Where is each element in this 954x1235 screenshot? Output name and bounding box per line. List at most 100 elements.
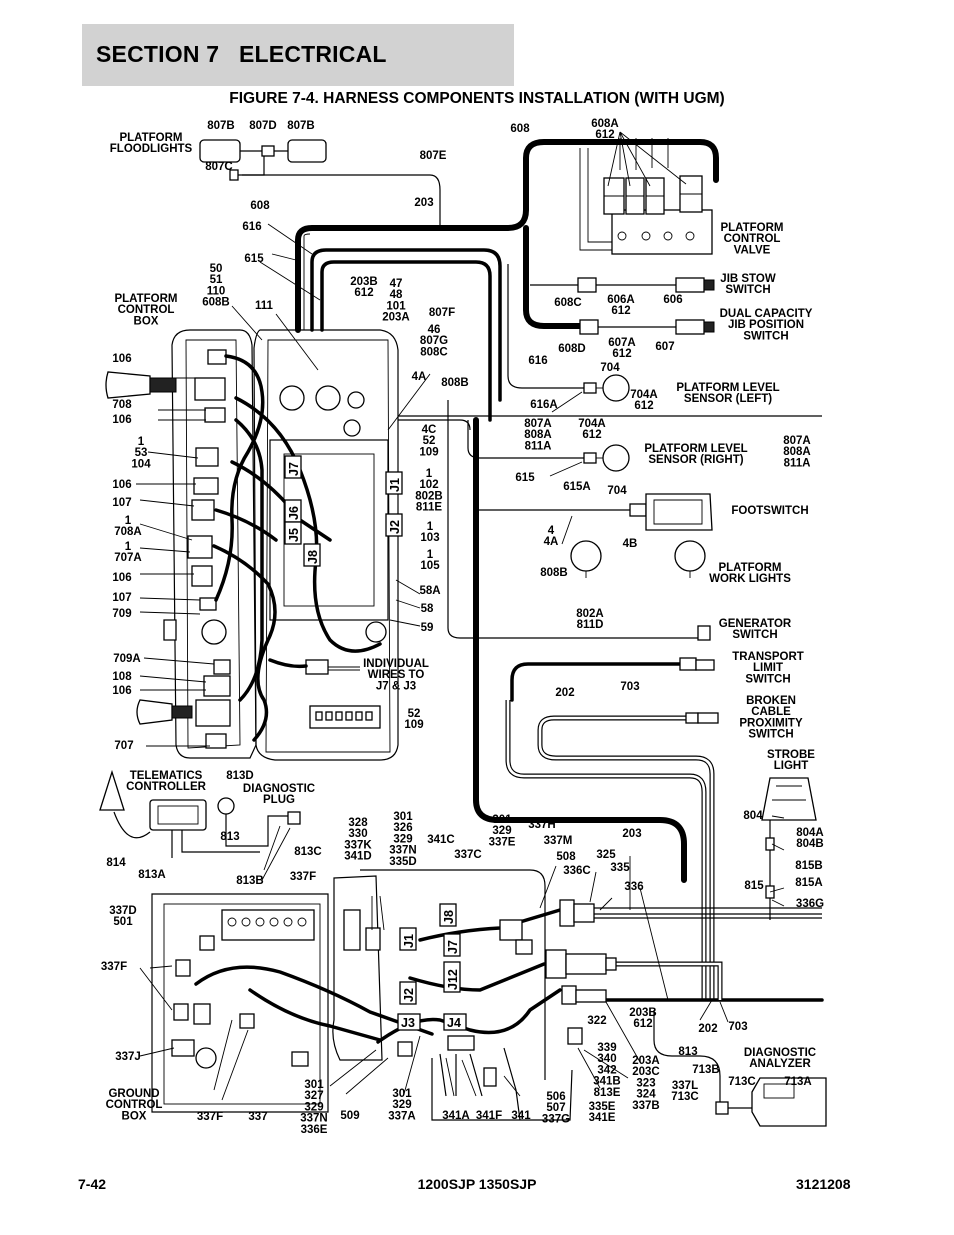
wire-label-l2: 807B (287, 120, 315, 132)
wire-label-l77: 508 (556, 851, 576, 863)
wire-label-l96: 813 (678, 1046, 697, 1058)
wire-label-l15: 807F (429, 307, 455, 319)
wire-label-l41: 615A (563, 481, 591, 493)
wire-label-l92: 322 (587, 1015, 606, 1027)
section-header-bar: SECTION 7 ELECTRICAL (82, 24, 514, 86)
wire-label-l72: 341C (427, 834, 455, 846)
wire-label-l4: 807E (420, 150, 447, 162)
figure-title: FIGURE 7-4. HARNESS COMPONENTS INSTALLAT… (229, 90, 725, 107)
connector-j3: J3 (401, 1016, 415, 1030)
wire-label-l91: 337F (101, 961, 127, 973)
wire-label-l83: 804 (743, 810, 763, 822)
wire-label-l104: 337F (197, 1111, 223, 1123)
wire-label-l78: 325 (596, 849, 616, 861)
wire-label-l59: 106 (112, 685, 131, 697)
wire-label-l57: 709A (113, 653, 141, 665)
wire-label-l64: 813D (226, 770, 254, 782)
wire-label-l23: 607 (655, 341, 674, 353)
wire-label-l8: 203 (414, 197, 433, 209)
wire-label-l51: 107 (112, 592, 131, 604)
wire-label-l109: 341A (442, 1110, 470, 1122)
box-wiring (212, 354, 382, 742)
wire-label-l80: 335 (610, 862, 630, 874)
connector-j7-upper: J7 (287, 462, 301, 476)
connector-labels: J7 J1 J6 J2 J5 J8 J8 J1 J7 J12 J2 J3 J4 (284, 455, 467, 1031)
footer-model: 1200SJP 1350SJP (417, 1176, 537, 1192)
wire-label-l53: 709 (112, 608, 131, 620)
wire-label-l99: 713B (692, 1064, 720, 1076)
wire-label-l55: 59 (421, 622, 434, 634)
wire-label-l52: 58A (419, 585, 440, 597)
wire-label-l18: 608C (554, 297, 582, 309)
wire-label-l21: 608D (558, 343, 586, 355)
footer-doc-number: 3121208 (796, 1176, 851, 1192)
component-label-footswitch: FOOTSWITCH (731, 505, 808, 517)
wire-label-l26: 4A (412, 371, 427, 383)
telematics-area (99, 769, 301, 858)
connector-j1-upper: J1 (388, 478, 402, 492)
wire-label-l5: 608 (510, 123, 530, 135)
wire-label-l30: 708 (112, 399, 132, 411)
wire-label-l58: 108 (112, 671, 132, 683)
platform-control-box (105, 329, 257, 759)
footer-page-number: 7-42 (78, 1176, 107, 1192)
wire-label-l31: 106 (112, 414, 131, 426)
wire-label-l111: 341 (511, 1110, 531, 1122)
wire-label-l60: 202 (555, 687, 574, 699)
harness-trunks (295, 139, 824, 1002)
connector-j8-lower: J8 (442, 910, 456, 924)
connector-j5: J5 (287, 528, 301, 542)
wire-label-l75: 337M (544, 835, 573, 847)
wire-label-l102: 713A (784, 1076, 812, 1088)
wire-label-l25: 704 (600, 362, 620, 374)
wire-label-l79: 336C (563, 865, 591, 877)
wire-label-l76: 337C (454, 849, 482, 861)
wire-label-l37: 106 (112, 479, 131, 491)
wire-label-l101: 713C (728, 1076, 756, 1088)
wire-label-l50: 808B (540, 567, 568, 579)
wire-label-l38: 107 (112, 497, 131, 509)
wire-label-l87: 815A (795, 877, 823, 889)
wire-label-l20: 606 (663, 294, 682, 306)
wire-label-l88: 336G (796, 898, 824, 910)
platform-control-valve (579, 138, 713, 255)
wire-label-l67: 814 (106, 857, 126, 869)
wire-label-l66: 813C (294, 846, 322, 858)
wire-label-l94: 202 (698, 1023, 717, 1035)
wire-label-l69: 813B (236, 875, 264, 887)
floodlights (199, 139, 441, 225)
wire-label-l95: 703 (728, 1021, 747, 1033)
wire-label-l63: 707 (114, 740, 133, 752)
lower-harness-plate (332, 869, 617, 1121)
wire-label-l49: 106 (112, 572, 131, 584)
wire-label-l107: 509 (340, 1110, 359, 1122)
